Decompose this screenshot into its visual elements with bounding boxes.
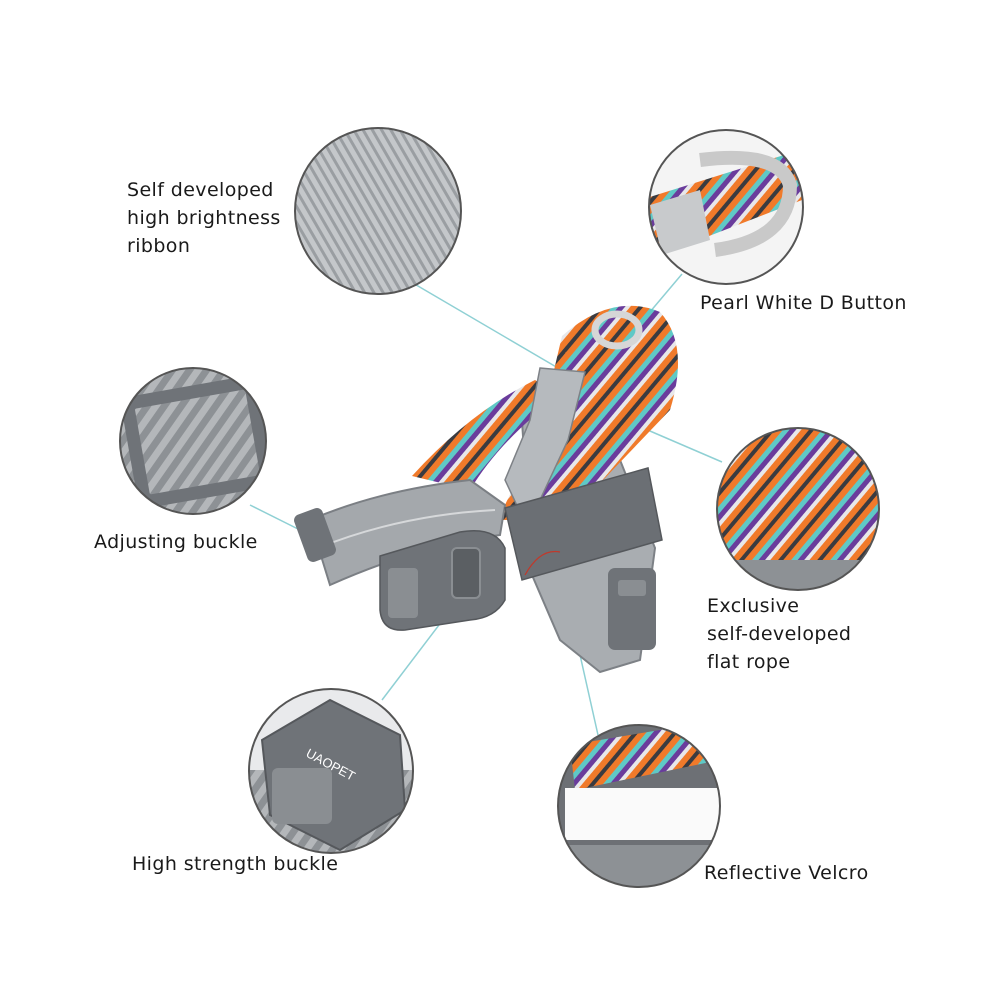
callout-circle-velcro	[557, 724, 721, 888]
harness-rope-strap-left	[412, 380, 560, 490]
harness-belly-band	[308, 478, 507, 587]
label-flat-rope: Exclusive self-developed flat rope	[707, 595, 852, 673]
harness-left-adjuster	[294, 508, 336, 562]
velcro-panel	[504, 467, 663, 581]
callout-circle-strength-buckle: UAOPET	[248, 688, 414, 854]
leader-line-flat-rope	[635, 424, 723, 463]
label-strength-buckle: High strength buckle	[132, 853, 339, 875]
callout-circle-adjusting-buckle	[119, 367, 267, 515]
callout-circle-flat-rope	[716, 427, 880, 591]
label-adjusting-buckle: Adjusting buckle	[94, 531, 258, 553]
label-velcro: Reflective Velcro	[704, 862, 869, 884]
label-d-button: Pearl White D Button	[700, 292, 907, 314]
harness	[294, 305, 678, 674]
label-ribbon: Self developed high brightness ribbon	[127, 179, 281, 257]
callout-circle-ribbon	[294, 127, 462, 295]
callout-circle-d-button	[648, 129, 804, 285]
d-ring	[591, 310, 643, 350]
leader-line-ribbon	[405, 278, 559, 369]
